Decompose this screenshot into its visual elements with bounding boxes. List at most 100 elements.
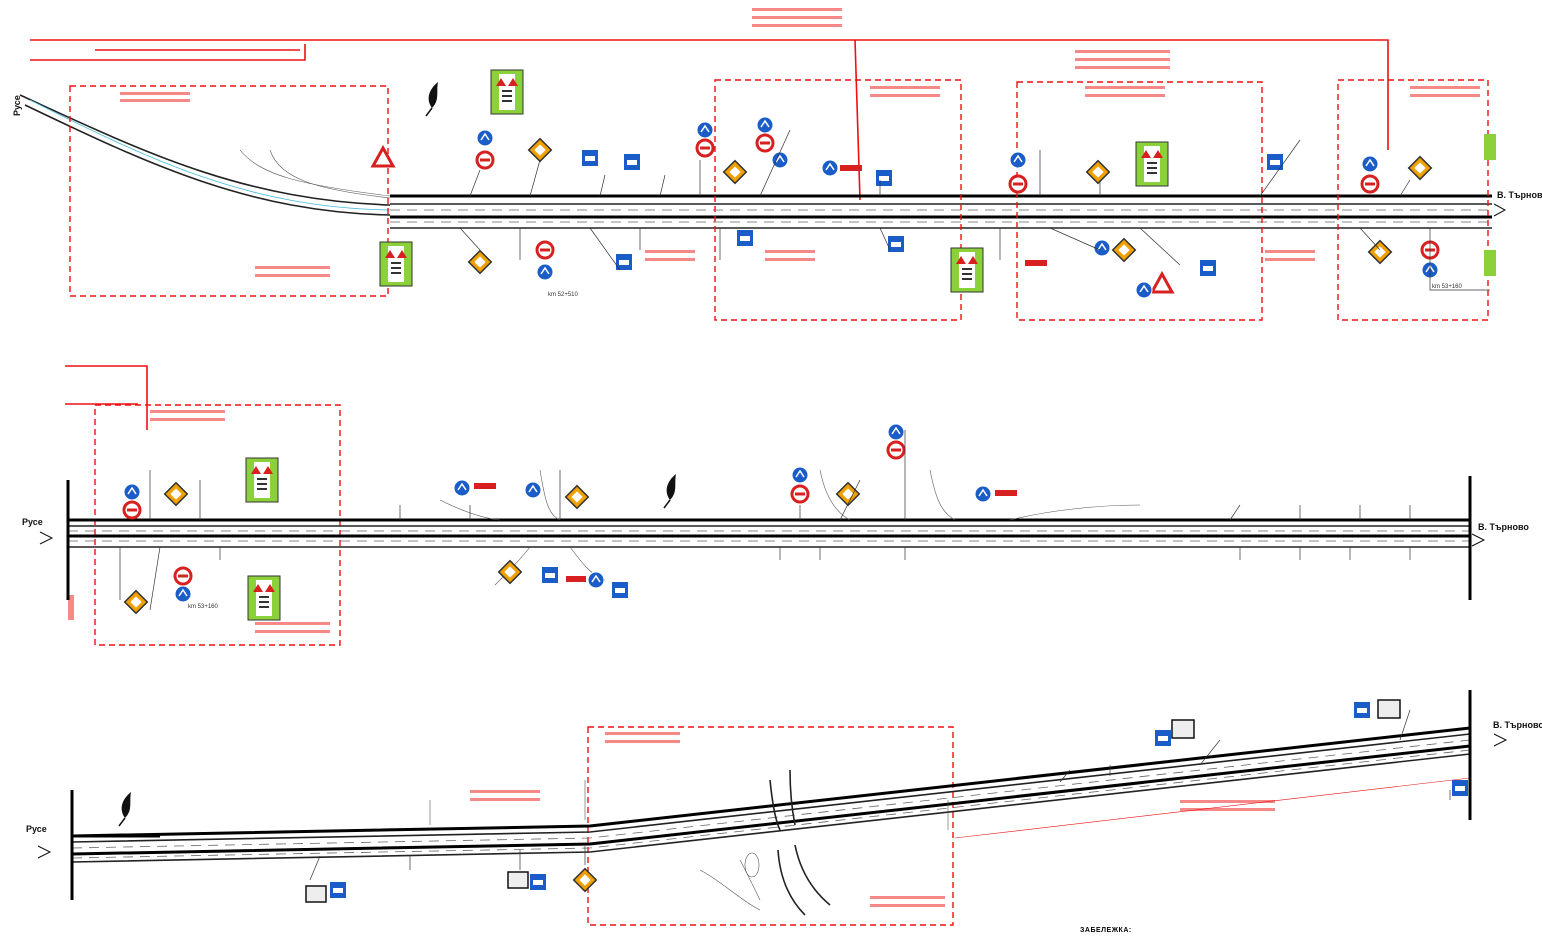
blue-round-sign-icon (974, 485, 992, 503)
green-board-sign-icon (247, 575, 281, 621)
direction-arrow-icon (1471, 533, 1486, 547)
leaf-symbol-icon (663, 473, 677, 509)
blue-rect-sign-icon (876, 170, 892, 186)
blue-round-sign-icon (821, 159, 839, 177)
barrier-board-icon (474, 483, 496, 489)
diamond-priority-sign-icon (564, 484, 590, 510)
strip1-signs-below (379, 230, 1496, 299)
strip2-start-label: Русе (22, 517, 43, 527)
blue-rect-sign-icon (530, 874, 546, 890)
barrier-board-icon (840, 165, 862, 171)
diamond-priority-sign-icon (527, 137, 553, 163)
note-title: ЗАБЕЛЕЖКА: (1080, 927, 1132, 934)
strip1-km-a: km 52+510 (548, 292, 579, 298)
green-board-sign-icon (950, 247, 984, 293)
blue-rect-sign-icon (737, 230, 753, 246)
strip3-signs (305, 699, 1468, 903)
green-board-sign-icon (1135, 141, 1169, 187)
green-board-sign-icon (1484, 134, 1496, 160)
diamond-priority-sign-icon (835, 481, 861, 507)
blue-rect-sign-icon (624, 154, 640, 170)
strip-1: Русе В. Търново (12, 8, 1542, 321)
diamond-priority-sign-icon (1367, 239, 1393, 265)
blue-rect-sign-icon (582, 150, 598, 166)
blue-round-sign-icon (174, 585, 192, 603)
blue-rect-sign-icon (612, 582, 628, 598)
red-no-entry-sign-icon (695, 138, 715, 158)
green-board-sign-icon (379, 241, 413, 287)
green-board-sign-icon (1484, 250, 1496, 276)
blue-round-sign-icon (587, 571, 605, 589)
info-board-icon (1377, 699, 1401, 719)
diamond-priority-sign-icon (572, 867, 598, 893)
diamond-priority-sign-icon (1085, 159, 1111, 185)
blue-rect-sign-icon (1200, 260, 1216, 276)
strip2-signs-below (123, 559, 628, 621)
red-no-entry-sign-icon (886, 440, 906, 460)
leaf-symbol-icon (118, 791, 132, 827)
blue-round-sign-icon (1135, 281, 1153, 299)
blue-rect-sign-icon (330, 882, 346, 898)
diamond-priority-sign-icon (497, 559, 523, 585)
diamond-priority-sign-icon (1407, 155, 1433, 181)
blue-round-sign-icon (791, 466, 809, 484)
direction-arrow-icon (1493, 733, 1508, 747)
red-no-entry-sign-icon (122, 500, 142, 520)
strip2-signs (122, 423, 1017, 520)
blue-round-sign-icon (771, 151, 789, 169)
red-no-entry-sign-icon (475, 150, 495, 170)
strip3-end-label: В. Търново (1493, 720, 1542, 730)
green-board-sign-icon (490, 69, 524, 115)
strip1-red-notes (752, 8, 1170, 69)
blue-rect-sign-icon (542, 567, 558, 583)
strip1-end-label: В. Търново (1497, 190, 1542, 200)
strip2-km-b: km 53+160 (188, 604, 219, 610)
blue-round-sign-icon (476, 129, 494, 147)
strip-2: Русе В. Търново (22, 365, 1529, 646)
red-no-entry-sign-icon (790, 484, 810, 504)
strip1-start-label: Русе (12, 95, 22, 116)
info-board-icon (507, 871, 529, 889)
blue-rect-sign-icon (1452, 780, 1468, 796)
blue-rect-sign-icon (1155, 730, 1171, 746)
blue-rect-sign-icon (888, 236, 904, 252)
red-no-entry-sign-icon (1360, 174, 1380, 194)
blue-round-sign-icon (696, 121, 714, 139)
blue-round-sign-icon (524, 481, 542, 499)
blue-round-sign-icon (1009, 151, 1027, 169)
strip1-km-b: km 53+160 (1432, 284, 1463, 290)
blue-round-sign-icon (123, 483, 141, 501)
strip3-start-label: Русе (26, 824, 47, 834)
direction-arrow-icon (39, 531, 54, 545)
barrier-board-icon (1025, 260, 1047, 266)
diamond-priority-sign-icon (722, 159, 748, 185)
barrier-board-icon (566, 576, 586, 582)
red-no-entry-sign-icon (1008, 174, 1028, 194)
warning-triangle-sign-icon (371, 146, 395, 168)
green-board-sign-icon (245, 457, 279, 503)
leaf-symbol-icon (425, 81, 439, 117)
barrier-board-icon (995, 490, 1017, 496)
info-board-icon (305, 885, 327, 903)
strip-3: Русе В. Търново ЗАБЕЛЕЖКА: (26, 690, 1542, 934)
blue-round-sign-icon (887, 423, 905, 441)
blue-round-sign-icon (1361, 155, 1379, 173)
blue-rect-sign-icon (1354, 702, 1370, 718)
red-no-entry-sign-icon (755, 133, 775, 153)
blue-round-sign-icon (756, 116, 774, 134)
direction-arrow-icon (1493, 203, 1507, 217)
red-no-entry-sign-icon (173, 566, 193, 586)
red-no-entry-sign-icon (535, 240, 555, 260)
diamond-priority-sign-icon (163, 481, 189, 507)
diamond-priority-sign-icon (1111, 237, 1137, 263)
diamond-priority-sign-icon (467, 249, 493, 275)
direction-arrow-icon (37, 845, 52, 859)
strip2-end-label: В. Търново (1478, 522, 1529, 532)
warning-triangle-sign-icon (1150, 272, 1174, 294)
strip1-signs (371, 69, 1496, 194)
diamond-priority-sign-icon (123, 589, 149, 615)
blue-round-sign-icon (1093, 239, 1111, 257)
blue-round-sign-icon (536, 263, 554, 281)
